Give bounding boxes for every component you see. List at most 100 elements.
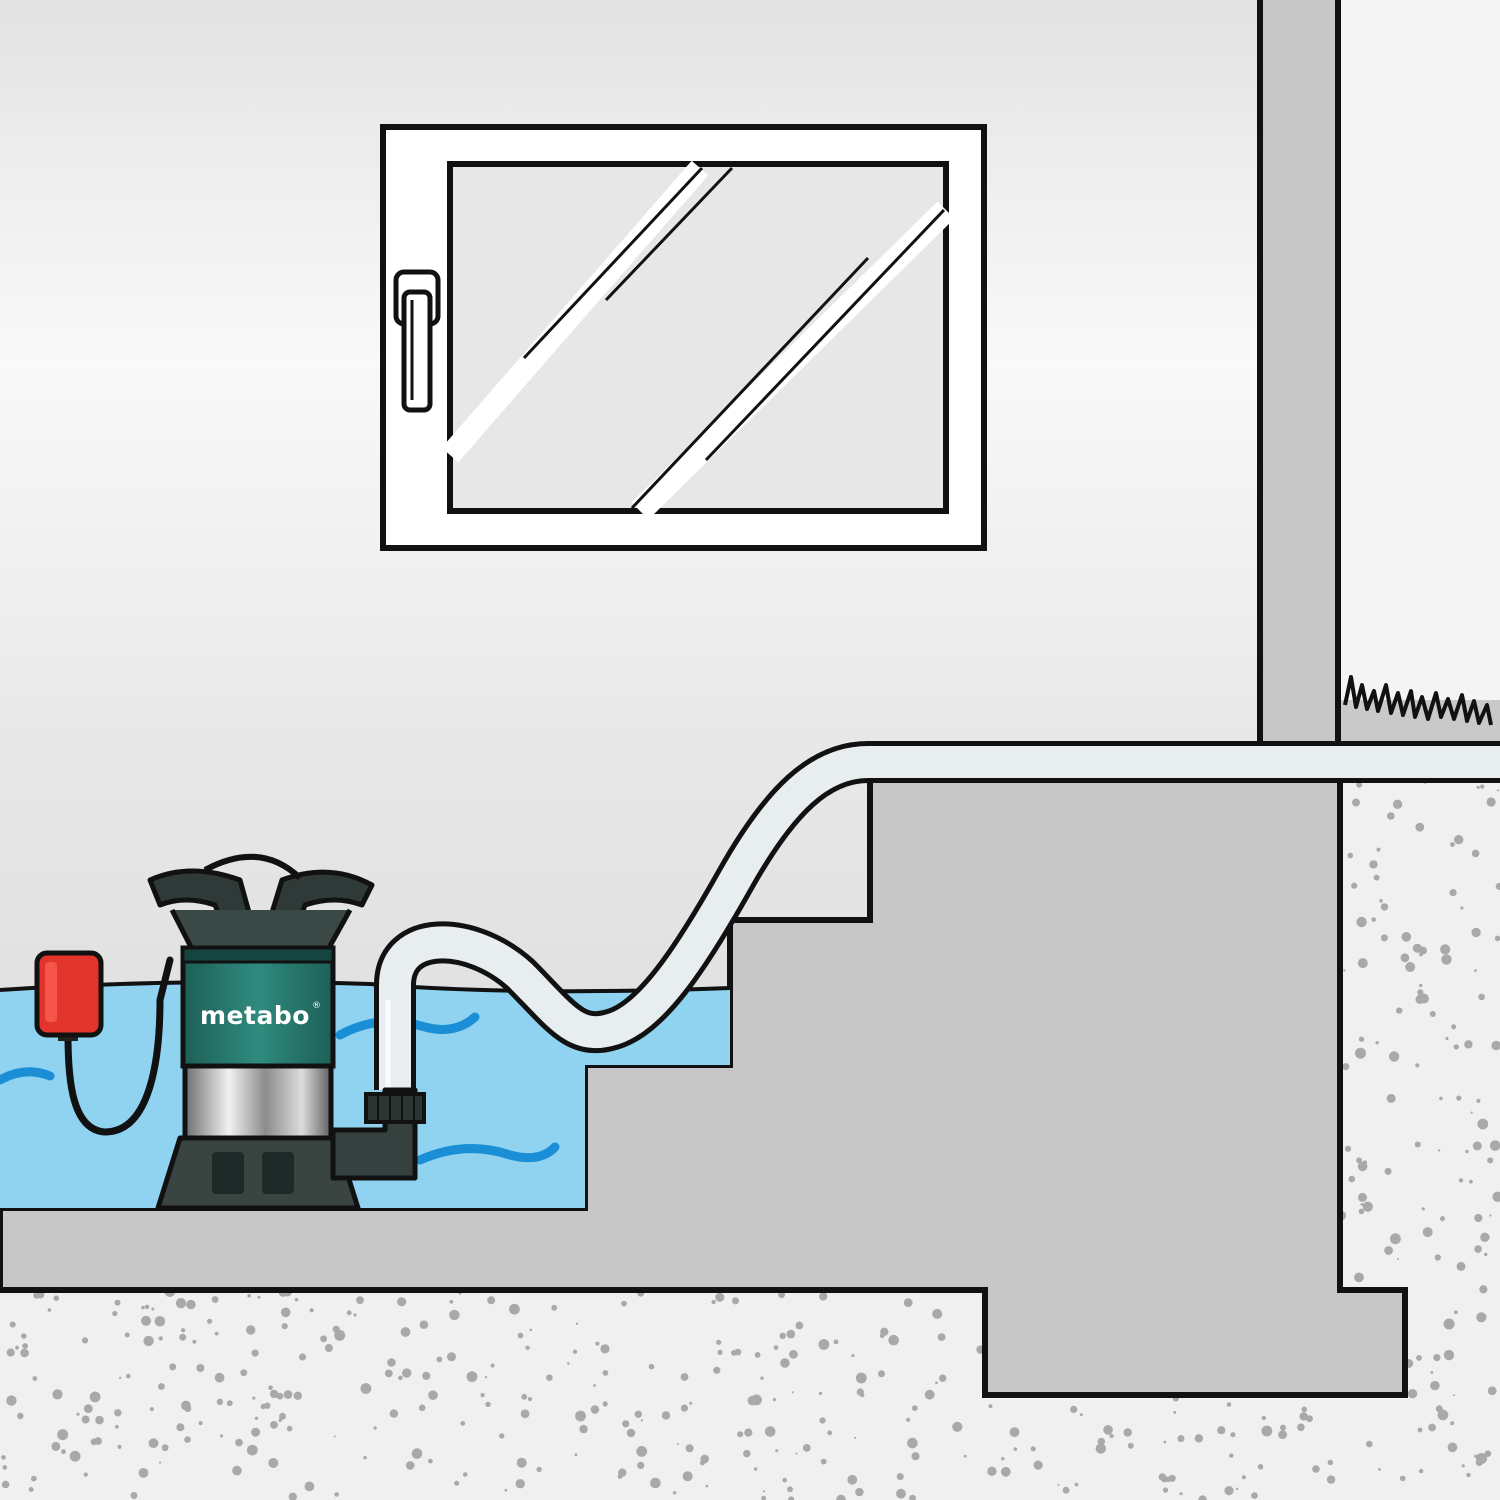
ground-speckle [1492,1191,1500,1203]
ground-speckle [447,1352,456,1362]
ground-speckle [402,1368,412,1378]
ground-speckle [621,1300,627,1307]
ground-speckle [1429,1011,1436,1017]
ground-speckle [786,1329,796,1339]
ground-speckle [1358,1208,1365,1215]
ground-speckle [1419,952,1423,957]
ground-speckle [1421,1207,1425,1211]
ground-speckle [787,1486,793,1493]
ground-speckle [743,1449,751,1458]
ground-speckle [1494,935,1500,942]
ground-speckle [648,1363,655,1370]
ground-speckle [422,1371,431,1380]
ground-speckle [1415,994,1425,1004]
ground-speckle [772,1398,777,1402]
ground-speckle [214,1372,225,1383]
ground-speckle [836,1494,846,1500]
ground-speckle [855,1372,867,1384]
ground-speckle [788,1496,795,1500]
ground-speckle [254,1416,259,1421]
ground-speckle [1434,1254,1441,1261]
ground-speckle [661,1411,671,1420]
ground-speckle [405,1461,415,1470]
ground-speckle [22,1343,28,1349]
ground-speckle [1357,1161,1368,1172]
ground-speckle [1109,1433,1114,1439]
ground-speckle [334,1329,346,1341]
ground-speckle [1453,1394,1456,1397]
ground-speckle [754,1467,758,1471]
ground-speckle [1496,789,1499,792]
ground-speckle [1380,903,1389,911]
ground-speckle [1358,1036,1365,1042]
ground-speckle [397,1297,407,1307]
ground-speckle [216,1398,224,1406]
ground-speckle [595,1341,600,1346]
ground-speckle [1454,1310,1458,1315]
ground-speckle [705,1484,709,1488]
ground-speckle [161,1444,169,1452]
ground-speckle [214,1331,219,1336]
ground-speckle [138,1468,149,1478]
ground-speckle [1362,1201,1373,1212]
ground-speckle [1348,1175,1356,1183]
ground-speckle [1179,1492,1183,1496]
ground-speckle [1477,1118,1489,1130]
ground-speckle [192,1339,197,1344]
ground-speckle [69,1450,81,1462]
ground-speckle [33,1292,40,1299]
ground-speckle [529,1328,533,1332]
ground-speckle [590,1405,600,1414]
ground-speckle [1417,1427,1423,1433]
ground-speckle [744,1428,753,1437]
ground-speckle [795,1452,798,1455]
ground-speckle [1369,860,1378,869]
ground-speckle [1414,1141,1421,1148]
ground-speckle [634,1410,642,1419]
ground-speckle [680,1404,689,1412]
ground-speckle [283,1390,293,1399]
ground-speckle [818,1339,830,1350]
ground-speckle [567,1362,570,1365]
ground-speckle [141,1315,151,1326]
ground-speckle [268,1458,279,1468]
ground-speckle [855,1487,864,1497]
ground-speckle [76,1412,80,1416]
window-icon [380,124,987,551]
ground-speckle [1030,1446,1036,1452]
ground-speckle [1326,1475,1336,1484]
ground-speckle [126,1373,131,1379]
ground-speckle [1474,1213,1483,1223]
ground-speckle [281,1323,288,1330]
ground-speckle [1450,842,1455,847]
ground-speckle [1371,917,1376,922]
ground-speckle [637,1461,645,1469]
ground-speckle [680,1373,689,1381]
float-switch-icon [34,950,104,1041]
ground-speckle [252,1396,256,1400]
ground-speckle [179,1333,187,1341]
ground-speckle [1469,1179,1473,1184]
ground-speckle [1357,958,1368,969]
ground-speckle [487,1296,496,1305]
ground-speckle [270,1421,278,1429]
ground-speckle [1487,1157,1494,1164]
ground-speckle [411,1448,423,1459]
ground-speckle [1460,906,1464,910]
ground-speckle [911,1452,920,1461]
ground-speckle [490,1363,495,1368]
ground-speckle [732,1297,739,1305]
ground-speckle [1355,1047,1366,1059]
ground-speckle [1489,1140,1500,1151]
ground-speckle [1127,1442,1134,1449]
ground-speckle [1297,1423,1305,1432]
ground-speckle [504,1488,508,1492]
ground-speckle [384,1369,393,1378]
ground-speckle [1373,874,1380,881]
ground-speckle [1306,1415,1313,1423]
ground-speckle [1257,1464,1264,1470]
foundation-wall [1257,0,1341,748]
ground-speckle [1437,1409,1449,1421]
ground-speckle [1415,822,1425,832]
ground-speckle [760,1376,764,1380]
